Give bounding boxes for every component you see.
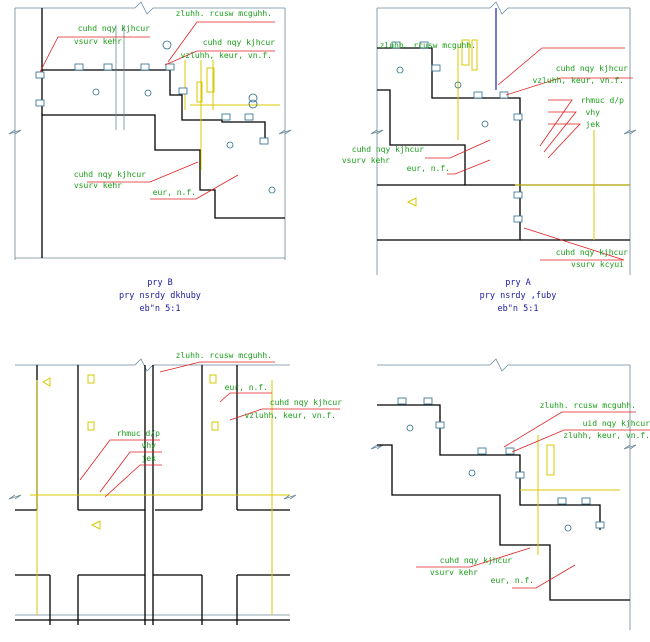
view-b-geometry <box>41 8 285 258</box>
note-text: cuhd nqy kjhcur <box>556 248 628 257</box>
view-subtitle: pry nsrdy ,fuby <box>480 291 557 301</box>
note-text: uid nqy kjhcur <box>583 419 650 428</box>
note-text: eur, n.f. <box>491 576 534 585</box>
view-a-notes: zluhh. rcusw mcguhh. cuhd nqy kjhcur vzl… <box>342 41 628 269</box>
view-c-leaders <box>79 361 340 498</box>
view-subtitle: pry nsrdy dkhuby <box>119 291 201 301</box>
note-text: cuhd nqy kjhcur <box>556 64 628 73</box>
note-text: vsurv kehr <box>342 156 390 165</box>
view-d-bolts <box>397 397 605 529</box>
note-text: rhmuc d/p <box>581 96 625 105</box>
view-b-notes: zluhh. rcusw mcguhh. cuhd nqy kjhcur vsu… <box>74 9 275 197</box>
note-text: vsurv kehr <box>74 181 122 190</box>
view-a-bolts <box>391 41 523 223</box>
view-title: pry B <box>147 278 173 288</box>
view-a-title: pry A pry nsrdy ,fuby eb"n 5:1 <box>480 278 557 314</box>
note-text: vzluhh, keur, vn.f. <box>244 411 336 420</box>
view-a-frame <box>370 1 637 275</box>
note-text: jek <box>586 120 601 129</box>
view-a-geometry <box>377 8 630 241</box>
view-b-title: pry B pry nsrdy dkhuby eb"n 5:1 <box>119 278 201 314</box>
view-c-notes: zluhh. rcusw mcguhh. eur, n.f. cuhd nqy … <box>117 351 343 463</box>
note-text: cuhd nqy kjhcur <box>440 556 512 565</box>
view-c-geometry <box>15 365 290 625</box>
note-text: vsurv kcyui <box>571 260 624 269</box>
note-text: zluhh. rcusw mcguhh. <box>540 401 636 410</box>
note-text: vzluhh, keur, vn.f. <box>532 76 624 85</box>
note-text: zluhh. rcusw mcguhh. <box>380 41 476 50</box>
view-d-geometry <box>377 404 630 601</box>
note-text: vsurv kehr <box>74 37 122 46</box>
note-text: vzluhh, keur, vn.f. <box>180 51 272 60</box>
note-text: vsurv kehr <box>430 568 478 577</box>
note-text: cuhd nqy kjhcur <box>270 398 342 407</box>
note-text: cuhd nqy kjhcur <box>203 38 275 47</box>
note-text: zluhh. rcusw mcguhh. <box>176 9 272 18</box>
note-text: jek <box>142 454 157 463</box>
note-text: vhy <box>586 108 601 117</box>
note-text: vhy <box>142 441 157 450</box>
view-b-leaders <box>39 21 275 200</box>
view-scale: eb"n 5:1 <box>498 304 539 314</box>
note-text: zluhh. rcusw mcguhh. <box>176 351 272 360</box>
view-d-frame <box>370 358 637 630</box>
view-b-bolts <box>35 63 269 145</box>
note-text: zluhh, keur, vn.f. <box>563 431 650 440</box>
view-d-leaders <box>416 411 650 589</box>
note-text: eur, n.f. <box>153 188 196 197</box>
note-text: rhmuc d/p <box>117 429 161 438</box>
view-scale: eb"n 5:1 <box>140 304 181 314</box>
note-text: cuhd nqy kjhcur <box>78 24 150 33</box>
note-text: eur, n.f. <box>407 164 450 173</box>
view-title: pry A <box>505 278 531 288</box>
view-a-leaders <box>425 47 633 261</box>
note-text: eur, n.f. <box>225 383 268 392</box>
view-d-notes: zluhh. rcusw mcguhh. uid nqy kjhcur zluh… <box>430 401 650 585</box>
note-text: cuhd nqy kjhcur <box>74 170 146 179</box>
note-text: cuhd nqy kjhcur <box>352 145 424 154</box>
